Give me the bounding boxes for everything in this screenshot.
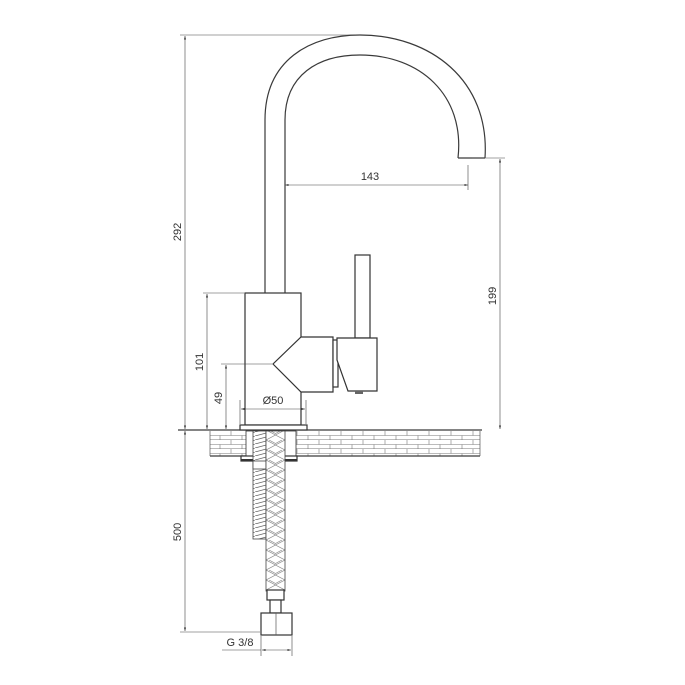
- dim-hose-length: 500: [172, 523, 184, 541]
- hose-connector-nut: [260, 589, 293, 636]
- dim-spout-reach: 143: [361, 171, 379, 183]
- dim-body-diameter: Ø50: [263, 395, 284, 407]
- dim-body-height: 101: [194, 353, 206, 371]
- dim-connector-thread: G 3/8: [227, 637, 254, 649]
- flexible-hose: [265, 430, 286, 592]
- base-plate: [239, 424, 308, 431]
- countertop: [178, 429, 482, 457]
- dim-spout-height: 199: [487, 287, 499, 305]
- faucet-body: [244, 292, 339, 426]
- dim-total-height: 292: [172, 223, 184, 241]
- spout: [264, 34, 486, 293]
- lever-handle: [336, 254, 378, 394]
- dim-wedge-height: 49: [213, 392, 225, 404]
